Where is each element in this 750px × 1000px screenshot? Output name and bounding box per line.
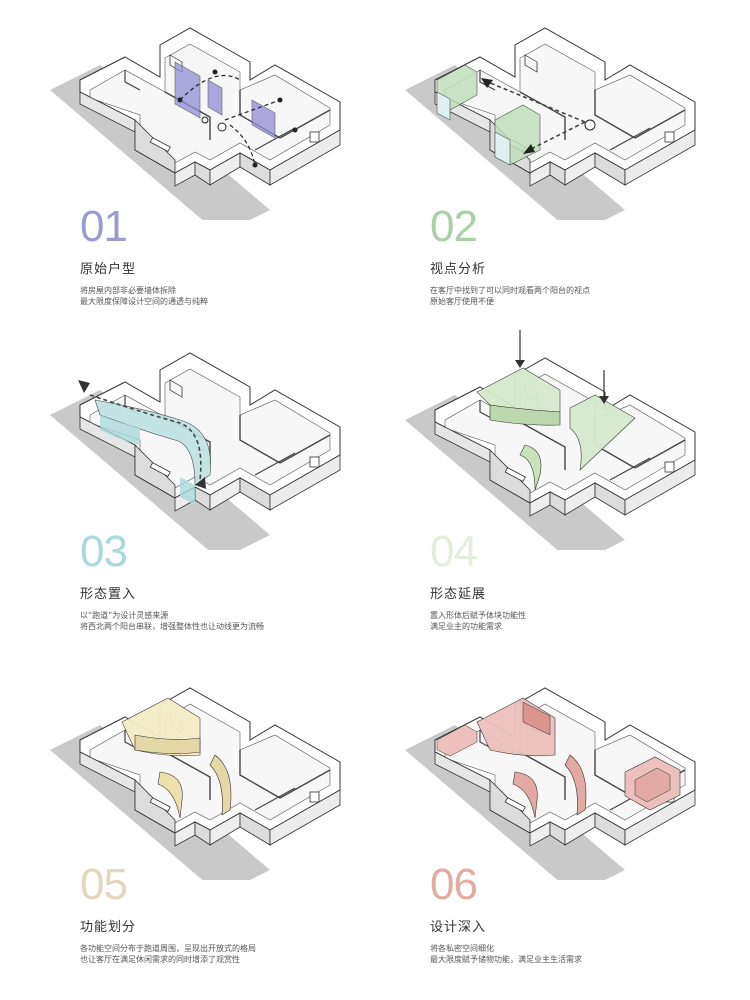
description-line: 将房屋内部非必要墙体拆除	[80, 286, 176, 295]
step-description: 以“跑道”为设计灵感来源 将西北两个阳台串联，增强整体性也让动线更为流畅	[80, 610, 264, 632]
isometric-plan-function-zoning	[49, 687, 341, 880]
step-description: 置入形体后赋予体块功能性 满足业主的功能需求	[430, 610, 526, 632]
step-number: 05	[80, 860, 128, 909]
description-line: 各功能空间分布于跑道周围，呈现出开放式的格局	[80, 944, 256, 953]
panel-step-01: 01 原始户型 将房屋内部非必要墙体拆除 最大限度保障设计空间的通透与纯粹	[0, 0, 375, 330]
isometric-plan-form-insertion	[49, 352, 341, 550]
description-line: 在客厅中找到了可以同时观看两个阳台的视点	[430, 286, 590, 295]
step-number: 06	[430, 860, 478, 909]
description-line: 将西北两个阳台串联，增强整体性也让动线更为流畅	[80, 622, 264, 631]
panel-step-02: 02 视点分析 在客厅中找到了可以同时观看两个阳台的视点 原始客厅使用不便	[375, 0, 750, 330]
description-line: 将各私密空间细化	[430, 944, 494, 953]
step-description: 在客厅中找到了可以同时观看两个阳台的视点 原始客厅使用不便	[430, 285, 590, 307]
panel-step-03: 03 形态置入 以“跑道”为设计灵感来源 将西北两个阳台串联，增强整体性也让动线…	[0, 330, 375, 660]
step-title: 设计深入	[430, 920, 487, 935]
step-number: 04	[430, 527, 478, 576]
step-description: 将房屋内部非必要墙体拆除 最大限度保障设计空间的通透与纯粹	[80, 285, 208, 307]
step-title: 形态延展	[430, 587, 487, 602]
description-line: 满足业主的功能需求	[430, 622, 502, 631]
isometric-plan-design-detailing	[404, 687, 696, 880]
step-number: 02	[430, 202, 478, 251]
description-line: 最大限度保障设计空间的通透与纯粹	[80, 297, 208, 306]
isometric-plan-original-layout	[49, 27, 341, 220]
panel-step-05: 05 功能划分 各功能空间分布于跑道周围，呈现出开放式的格局 也让客厅在满足休闲…	[0, 660, 375, 990]
isometric-plan-form-extension	[404, 330, 696, 550]
isometric-plan-viewpoint-analysis	[404, 27, 696, 220]
description-line: 以“跑道”为设计灵感来源	[80, 611, 169, 620]
step-title: 原始户型	[80, 262, 137, 277]
step-description: 各功能空间分布于跑道周围，呈现出开放式的格局 也让客厅在满足休闲需求的同时增添了…	[80, 943, 256, 965]
panel-step-06: 06 设计深入 将各私密空间细化 最大限度赋予储物功能，满足业主生活需求	[375, 660, 750, 990]
step-title: 形态置入	[80, 587, 137, 602]
description-line: 最大限度赋予储物功能，满足业主生活需求	[430, 955, 582, 964]
description-line: 原始客厅使用不便	[430, 297, 494, 306]
step-number: 03	[80, 527, 128, 576]
step-number: 01	[80, 202, 128, 251]
step-description: 将各私密空间细化 最大限度赋予储物功能，满足业主生活需求	[430, 943, 582, 965]
step-title: 视点分析	[430, 262, 487, 277]
description-line: 置入形体后赋予体块功能性	[430, 611, 526, 620]
step-title: 功能划分	[80, 920, 137, 935]
panel-step-04: 04 形态延展 置入形体后赋予体块功能性 满足业主的功能需求	[375, 330, 750, 660]
description-line: 也让客厅在满足休闲需求的同时增添了观赏性	[80, 955, 240, 964]
